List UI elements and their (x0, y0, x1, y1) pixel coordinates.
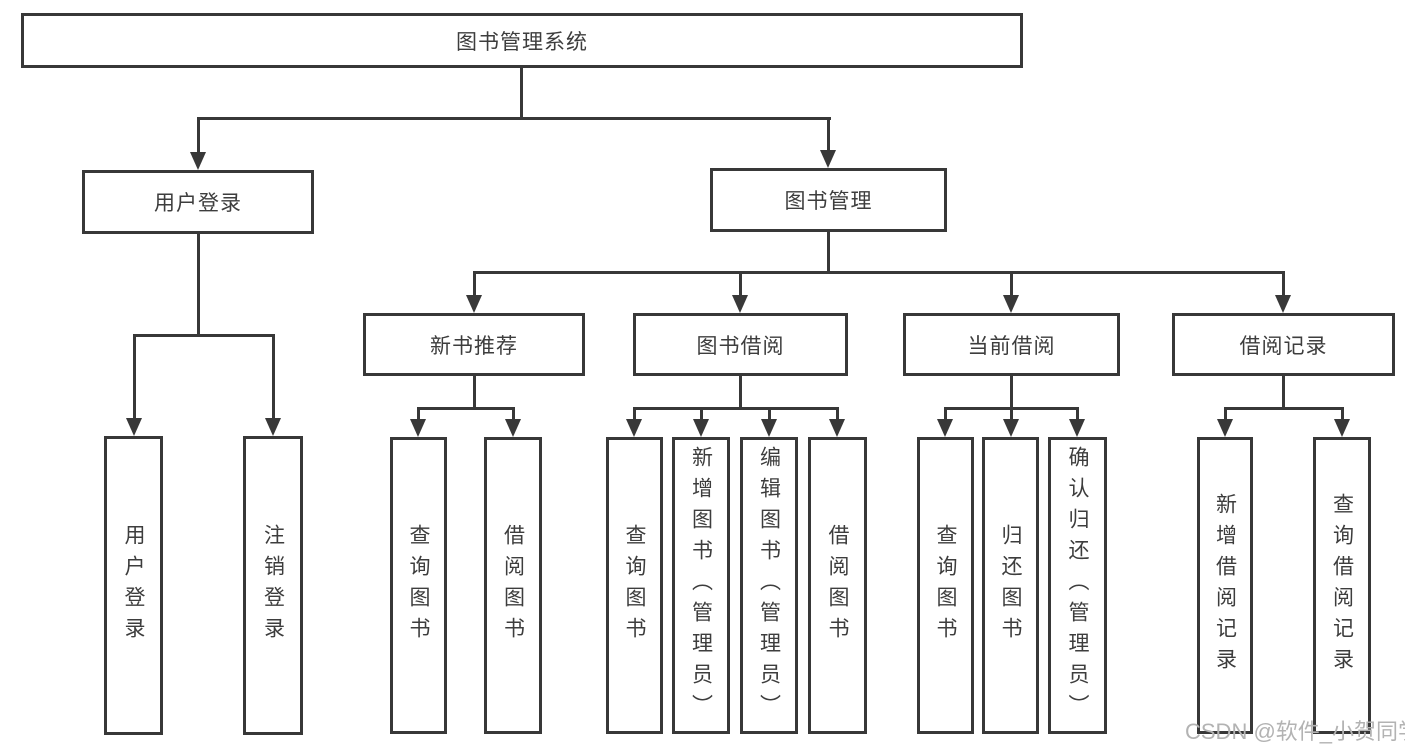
node-book-management: 图书管理 (710, 168, 947, 232)
connector-line (944, 407, 947, 421)
connector-line (1010, 407, 1013, 421)
connector-line (633, 407, 636, 421)
connector-line (700, 407, 703, 421)
connector-line (827, 117, 830, 152)
connector-line (197, 234, 200, 336)
leaf-add-borrow-record: 新增借阅记录 (1197, 437, 1253, 734)
leaf-query-book-recommend-label: 查询图书 (407, 523, 430, 648)
arrow-down-icon (505, 419, 521, 437)
connector-line (417, 407, 515, 410)
connector-line (133, 334, 136, 420)
leaf-add-book-admin-label: 新增图书（管理员） (689, 446, 713, 725)
node-user-login-label: 用户登录 (154, 192, 242, 215)
arrow-down-icon (1217, 419, 1233, 437)
arrow-down-icon (126, 418, 142, 436)
leaf-user-login: 用户登录 (104, 436, 163, 735)
connector-line (197, 117, 831, 120)
node-library-system: 图书管理系统 (21, 13, 1023, 68)
arrow-down-icon (937, 419, 953, 437)
leaf-add-borrow-record-label: 新增借阅记录 (1213, 492, 1237, 679)
leaf-return-book-label: 归还图书 (999, 523, 1022, 648)
connector-line (1224, 407, 1227, 421)
arrow-down-icon (626, 419, 642, 437)
leaf-query-book-recommend: 查询图书 (390, 437, 447, 734)
arrow-down-icon (265, 418, 281, 436)
csdn-watermark: CSDN @软件_小贺同学 (1185, 719, 1405, 744)
node-book-borrow: 图书借阅 (633, 313, 848, 376)
arrow-down-icon (1334, 419, 1350, 437)
connector-line (473, 271, 1285, 274)
leaf-borrow-book-recommend-label: 借阅图书 (501, 523, 525, 648)
connector-line (520, 68, 523, 118)
node-current-borrow-label: 当前借阅 (967, 334, 1056, 358)
connector-line (739, 376, 742, 409)
arrow-down-icon (1069, 419, 1085, 437)
arrow-down-icon (410, 419, 426, 437)
leaf-add-book-admin: 新增图书（管理员） (672, 437, 730, 734)
arrow-down-icon (732, 295, 748, 313)
leaf-query-borrow-record: 查询借阅记录 (1313, 437, 1371, 734)
leaf-edit-book-admin: 编辑图书（管理员） (740, 437, 798, 734)
arrow-down-icon (820, 150, 836, 168)
leaf-user-login-label: 用户登录 (122, 523, 145, 648)
leaf-confirm-return-admin: 确认归还（管理员） (1048, 437, 1107, 734)
leaf-confirm-return-admin-label: 确认归还（管理员） (1066, 446, 1089, 725)
connector-line (133, 334, 275, 337)
arrow-down-icon (466, 295, 482, 313)
arrow-down-icon (190, 152, 206, 170)
leaf-edit-book-admin-label: 编辑图书（管理员） (757, 446, 781, 725)
connector-line (1010, 376, 1013, 409)
node-borrow-records-label: 借阅记录 (1239, 334, 1328, 358)
connector-line (1282, 271, 1285, 297)
leaf-borrow-book-label: 借阅图书 (826, 523, 849, 648)
leaf-query-book-label: 查询图书 (623, 523, 646, 648)
arrow-down-icon (829, 419, 845, 437)
connector-line (827, 230, 830, 273)
connector-line (1224, 407, 1344, 410)
arrow-down-icon (693, 419, 709, 437)
node-book-management-label: 图书管理 (784, 190, 873, 213)
connector-line (739, 271, 742, 297)
connector-line (417, 407, 420, 421)
connector-line (633, 407, 839, 410)
leaf-logout-label: 注销登录 (261, 523, 285, 648)
connector-line (1010, 271, 1013, 297)
connector-line (473, 376, 476, 409)
arrow-down-icon (1003, 419, 1019, 437)
leaf-borrow-book: 借阅图书 (808, 437, 867, 734)
connector-line (473, 271, 476, 297)
leaf-query-current: 查询图书 (917, 437, 974, 734)
connector-line (197, 117, 200, 154)
arrow-down-icon (1003, 295, 1019, 313)
node-library-system-label: 图书管理系统 (456, 30, 588, 54)
connector-line (1076, 407, 1079, 421)
node-new-book-recommend-label: 新书推荐 (430, 334, 518, 358)
connector-line (1282, 376, 1285, 409)
connector-line (272, 334, 275, 420)
arrow-down-icon (761, 419, 777, 437)
connector-line (836, 407, 839, 421)
node-current-borrow: 当前借阅 (903, 313, 1120, 376)
leaf-query-book: 查询图书 (606, 437, 663, 734)
leaf-query-current-label: 查询图书 (934, 523, 957, 648)
leaf-return-book: 归还图书 (982, 437, 1039, 734)
node-borrow-records: 借阅记录 (1172, 313, 1395, 376)
leaf-borrow-book-recommend: 借阅图书 (484, 437, 542, 734)
connector-line (512, 407, 515, 421)
leaf-query-borrow-record-label: 查询借阅记录 (1330, 492, 1354, 679)
connector-line (1341, 407, 1344, 421)
leaf-logout: 注销登录 (243, 436, 303, 735)
node-user-login: 用户登录 (82, 170, 314, 234)
arrow-down-icon (1275, 295, 1291, 313)
connector-line (768, 407, 771, 421)
node-new-book-recommend: 新书推荐 (363, 313, 585, 376)
node-book-borrow-label: 图书借阅 (696, 334, 785, 358)
